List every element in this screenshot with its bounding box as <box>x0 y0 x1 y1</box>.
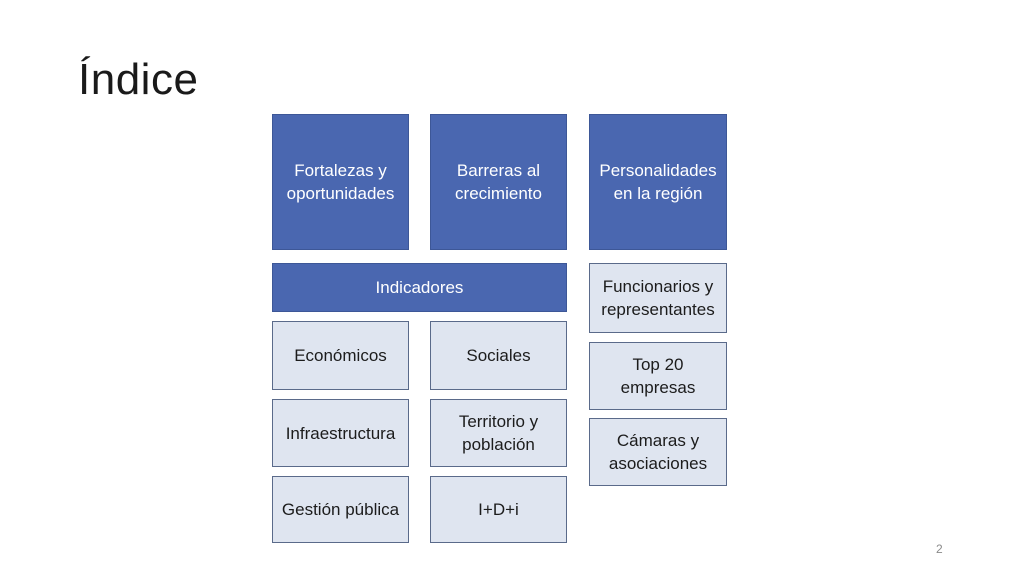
box-idi[interactable]: I+D+i <box>430 476 567 543</box>
box-indicadores[interactable]: Indicadores <box>272 263 567 312</box>
box-funcionarios-representantes[interactable]: Funcionarios y representantes <box>589 263 727 333</box>
box-infraestructura[interactable]: Infraestructura <box>272 399 409 467</box>
box-fortalezas-label: Fortalezas y oportunidades <box>286 161 395 203</box>
box-barreras-crecimiento[interactable]: Barreras al crecimiento <box>430 114 567 250</box>
box-personalidades-label: Personalidades en la región <box>599 161 717 203</box>
box-indicadores-label: Indicadores <box>375 278 464 297</box>
box-top20-label: Top 20 empresas <box>620 355 696 397</box>
box-sociales[interactable]: Sociales <box>430 321 567 390</box>
box-gestion-label: Gestión pública <box>281 500 400 519</box>
box-top20-empresas[interactable]: Top 20 empresas <box>589 342 727 410</box>
box-gestion-publica[interactable]: Gestión pública <box>272 476 409 543</box>
box-camaras-asociaciones[interactable]: Cámaras y asociaciones <box>589 418 727 486</box>
box-economicos-label: Económicos <box>294 346 387 365</box>
box-territorio-poblacion[interactable]: Territorio y población <box>430 399 567 467</box>
box-camaras-label: Cámaras y asociaciones <box>608 431 708 473</box>
box-territorio-label: Territorio y población <box>458 412 539 454</box>
box-personalidades-region[interactable]: Personalidades en la región <box>589 114 727 250</box>
box-infraestructura-label: Infraestructura <box>285 423 396 443</box>
box-economicos[interactable]: Económicos <box>272 321 409 390</box>
box-sociales-label: Sociales <box>466 346 531 365</box>
box-barreras-label: Barreras al crecimiento <box>455 161 542 203</box>
box-funcionarios-label: Funcionarios y representantes <box>601 277 715 319</box>
box-fortalezas-oportunidades[interactable]: Fortalezas y oportunidades <box>272 114 409 250</box>
slide-title: Índice <box>78 55 199 104</box>
page-number: 2 <box>936 542 943 556</box>
box-idi-label: I+D+i <box>478 500 519 519</box>
